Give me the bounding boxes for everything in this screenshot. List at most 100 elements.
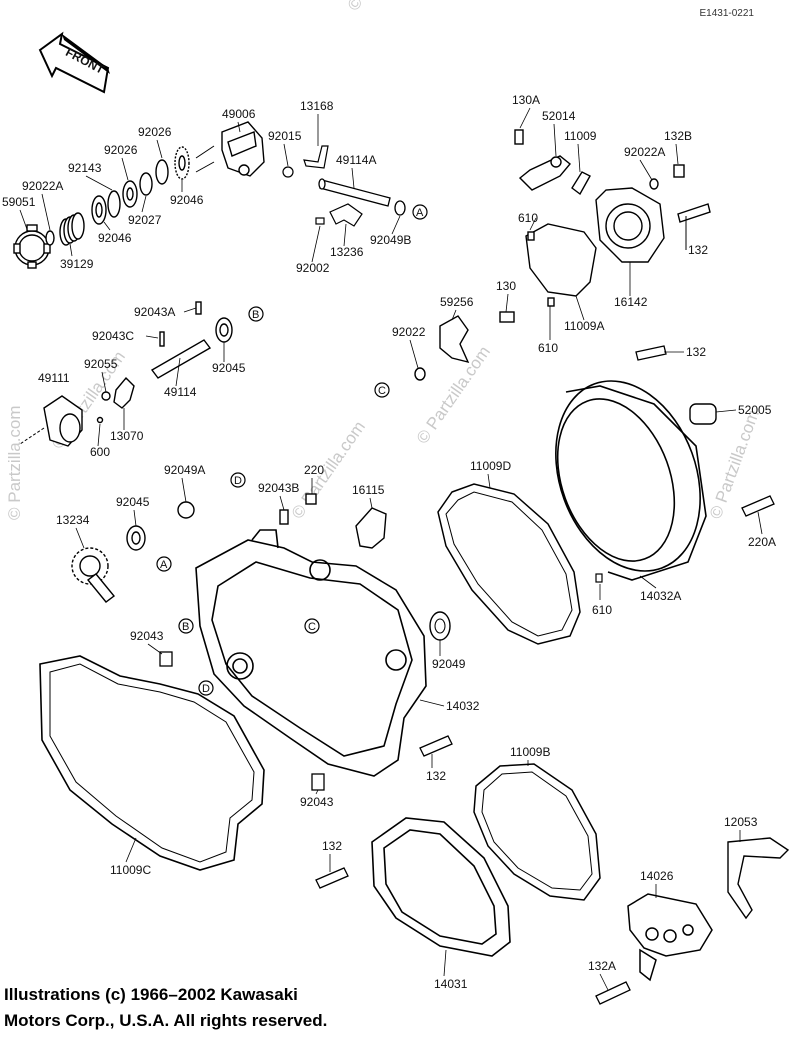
part-label: 39129 (60, 257, 94, 271)
callout-a: A (416, 207, 424, 219)
gasket-11009d (437, 483, 581, 645)
impeller-59256 (439, 315, 470, 364)
shaft-49114a (318, 178, 391, 207)
copyright-line-2: Motors Corp., U.S.A. All rights reserved… (4, 1011, 328, 1030)
part-label: 610 (538, 341, 558, 355)
callout-c-2: C (308, 621, 316, 633)
part-label: 49114A (336, 153, 376, 167)
part-label: 220 (304, 463, 324, 477)
pin-610 (527, 231, 535, 241)
part-label: 92022A (22, 179, 63, 193)
pin-92043 (159, 651, 173, 667)
washer-92022a (45, 230, 55, 246)
part-label: 92043 (300, 795, 334, 809)
part-label: 11009 (564, 129, 597, 143)
part-label: 92049B (370, 233, 411, 247)
part-labels: 49006 13168 92026 92026 92143 92022A 590… (2, 93, 776, 991)
copyright-notice: Illustrations (c) 1966–2002 Kawasaki Mot… (4, 982, 424, 1034)
part-label: 52005 (738, 403, 772, 417)
part-label: 92055 (84, 357, 118, 371)
callout-b-2: B (182, 621, 189, 633)
washer-92026-b (155, 159, 169, 185)
part-label: 92043A (134, 305, 175, 319)
callouts: A B C D A B C D (156, 204, 428, 696)
washer-92022a-r (649, 178, 659, 190)
part-label: 92022A (624, 145, 665, 159)
part-label: 59256 (440, 295, 474, 309)
drain-cluster (126, 493, 387, 551)
ignition-cover-14031 (371, 817, 511, 957)
part-label: 13236 (330, 245, 364, 259)
part-label: 92049A (164, 463, 205, 477)
bolt-132a (595, 981, 631, 1005)
screw-92002 (315, 217, 325, 225)
gasket-11009c (39, 655, 265, 871)
plate-13236 (329, 203, 363, 227)
part-label: 11009D (470, 459, 511, 473)
callout-a-2: A (160, 559, 168, 571)
pin-92043b (279, 509, 289, 525)
pipe-52014 (518, 155, 571, 191)
part-label: 92045 (212, 361, 246, 375)
part-label: 130A (512, 93, 540, 107)
seal-92049b (394, 200, 406, 216)
part-label: 14032 (446, 699, 480, 713)
part-label: 13168 (300, 99, 334, 113)
bolt-132 (677, 203, 711, 223)
part-label: 220A (748, 535, 776, 549)
washer-92055 (101, 391, 111, 401)
part-label: 132 (426, 769, 446, 783)
spring-39129 (59, 212, 85, 246)
leader-lines (19, 107, 763, 991)
part-label: 600 (90, 445, 110, 459)
part-label: 92143 (68, 161, 102, 175)
part-label: 16115 (352, 483, 385, 497)
part-label: 92043C (92, 329, 134, 343)
part-label: 92027 (128, 213, 162, 227)
part-label: 49111 (38, 371, 70, 385)
part-label: 13234 (56, 513, 90, 527)
callout-c: C (378, 385, 386, 397)
part-label: 132A (588, 959, 616, 973)
watermark-text: © Partzilla.com (5, 405, 24, 520)
part-label: 92049 (432, 657, 466, 671)
part-label: 92022 (392, 325, 426, 339)
part-label: 92015 (268, 129, 302, 143)
part-label: 59051 (2, 195, 36, 209)
bolt-132-lower (315, 867, 349, 889)
part-label: 14032A (640, 589, 681, 603)
part-label: 132B (664, 129, 692, 143)
copyright-line-1: Illustrations (c) 1966–2002 Kawasaki (4, 985, 298, 1004)
lever-49006 (221, 121, 265, 177)
pin-92043-b (311, 773, 325, 791)
crankcase-cover-14032 (195, 529, 427, 777)
washer-92022 (414, 367, 426, 381)
part-label: 92002 (296, 261, 330, 275)
shaft-49114 (150, 339, 212, 379)
washer-92015 (282, 166, 294, 178)
part-label: 12053 (724, 815, 758, 829)
part-label: 49006 (222, 107, 256, 121)
kick-shaft-cluster (43, 301, 233, 447)
diagram-reference-code: E1431-0221 (699, 8, 755, 19)
part-label: 610 (518, 211, 538, 225)
callout-d-2: D (202, 683, 210, 695)
part-label: 130 (496, 279, 516, 293)
bracket-12053 (727, 837, 790, 920)
part-label: 92043 (130, 629, 164, 643)
part-label: 92026 (104, 143, 138, 157)
bolt-130 (499, 311, 515, 323)
bearing-92027 (139, 172, 153, 196)
callout-d: D (234, 475, 242, 487)
gasket-11009 (571, 171, 591, 196)
pin-92043c (159, 331, 165, 347)
bolt-220 (305, 493, 317, 505)
plug-52005 (689, 403, 717, 425)
part-label: 13070 (110, 429, 144, 443)
plug-16115 (355, 507, 387, 549)
part-label: 92045 (116, 495, 150, 509)
part-label: 132 (322, 839, 342, 853)
bolt-130a (514, 129, 524, 145)
part-label: 92046 (170, 193, 204, 207)
